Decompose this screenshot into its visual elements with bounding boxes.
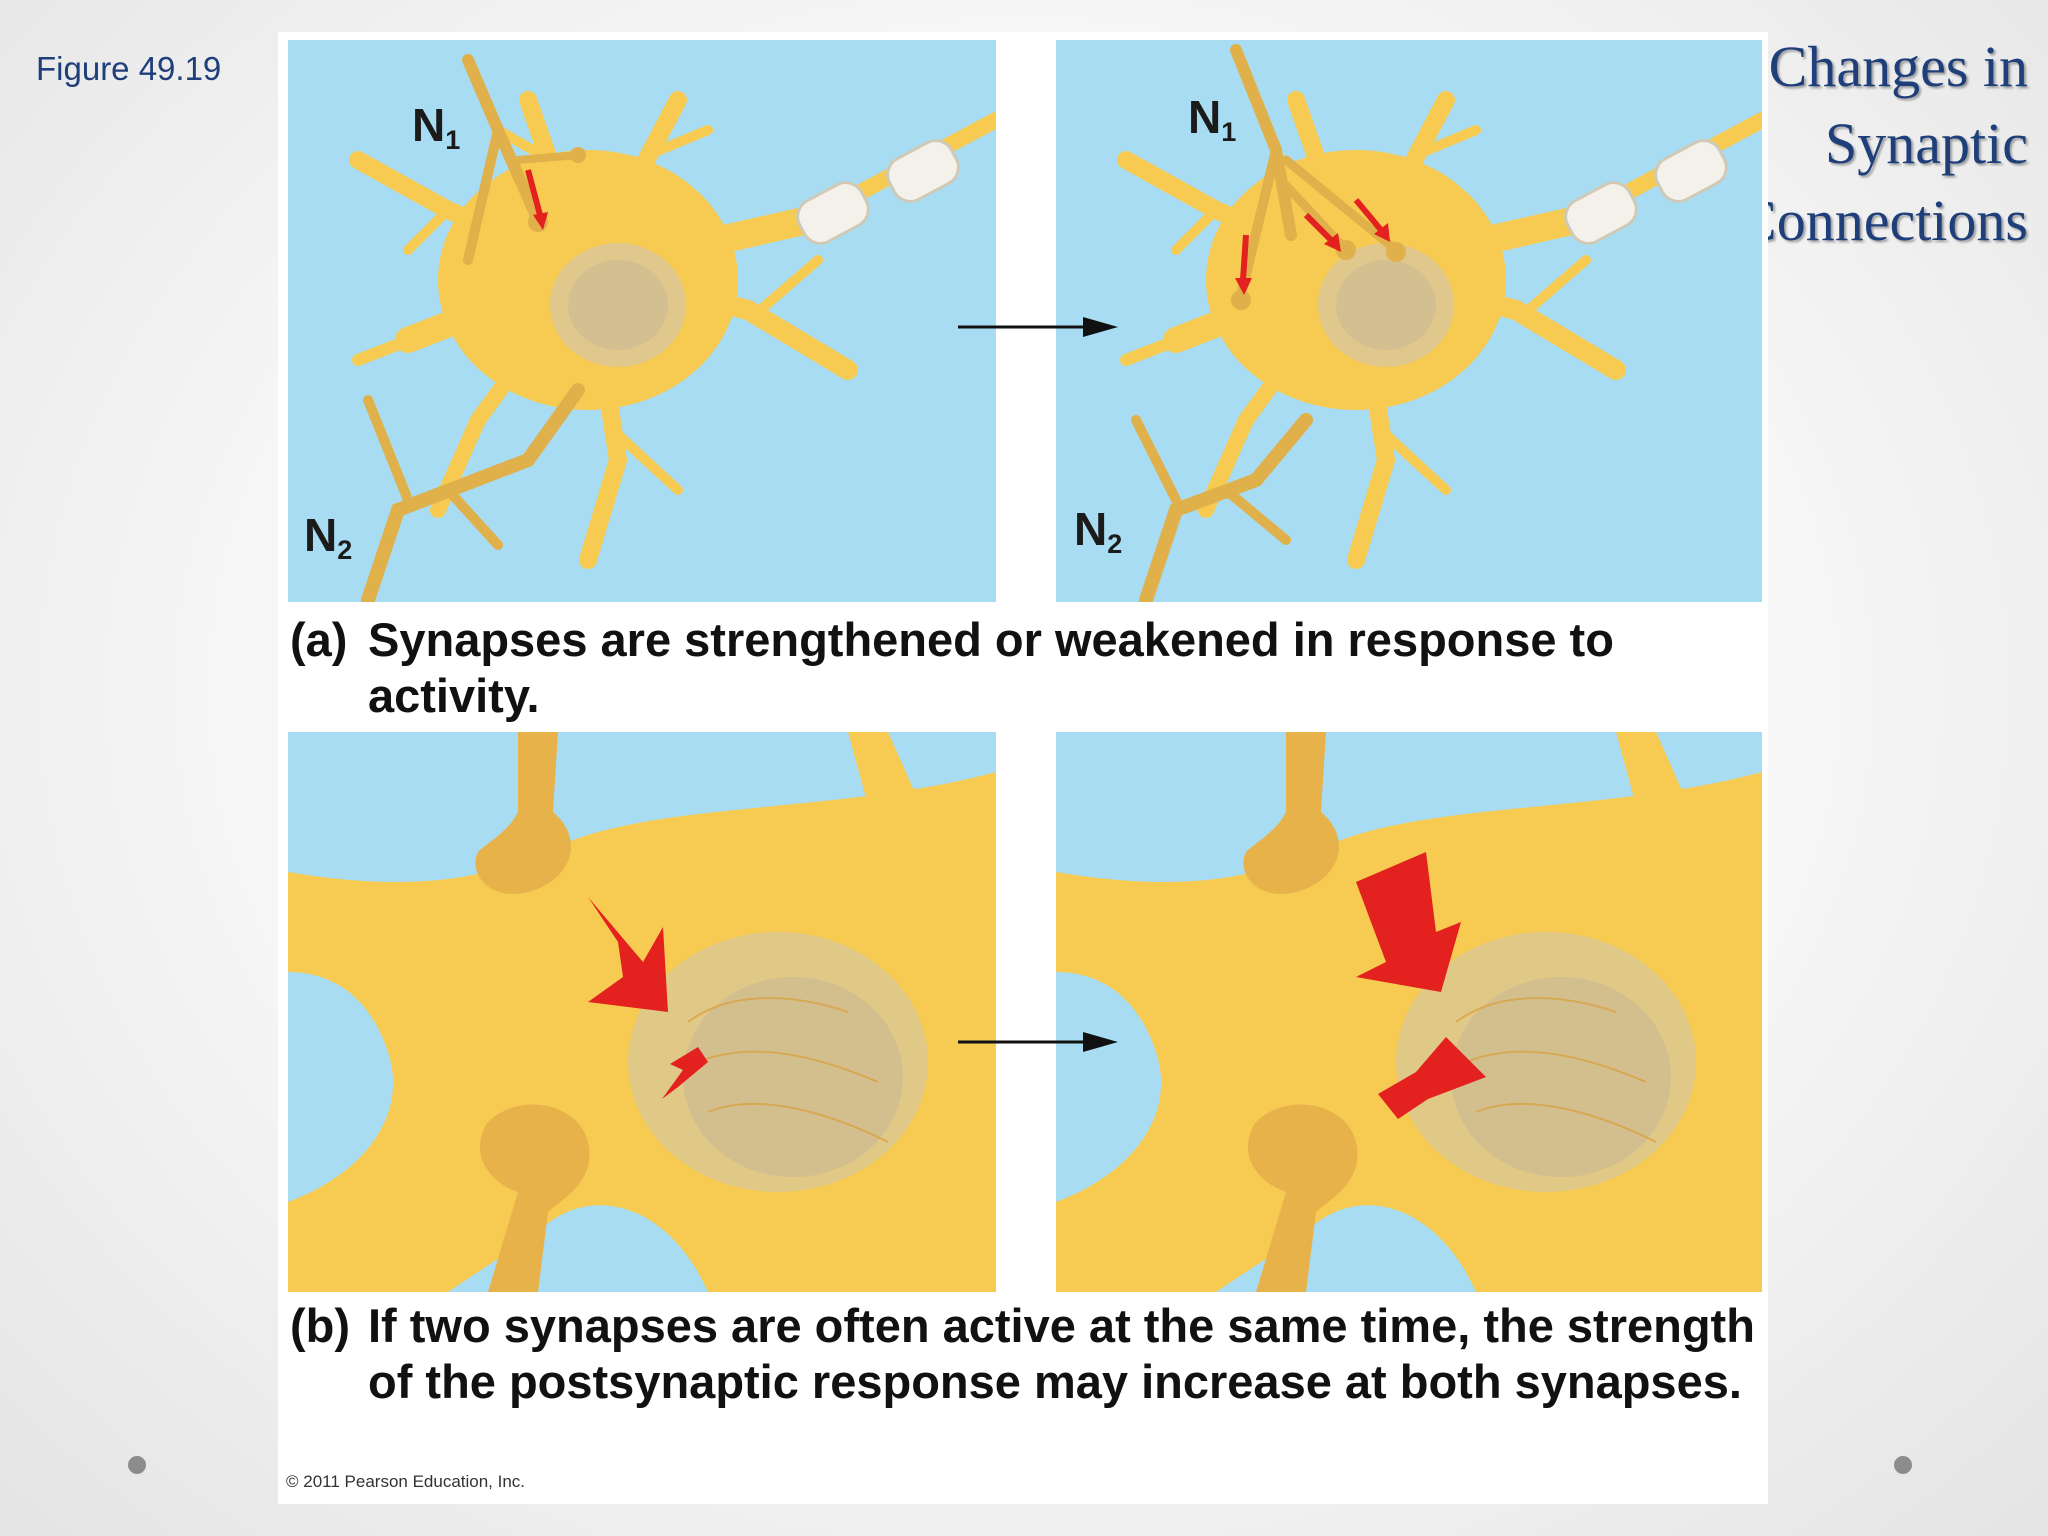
caption-b-text: If two synapses are often active at the … (368, 1299, 1755, 1408)
caption-a-text: Synapses are strengthened or weakened in… (368, 613, 1614, 722)
label-n2-subscript: 2 (337, 535, 353, 565)
label-n1: N1 (1188, 90, 1236, 148)
panel-b-before-illustration (288, 732, 996, 1292)
label-n1-letter: N (1188, 91, 1222, 143)
synapse-closeup-illustration (1056, 732, 1762, 1292)
label-n2-letter: N (1074, 503, 1108, 555)
neuron-illustration (1117, 44, 1762, 602)
panel-a-after-illustration: N1 N2 (1056, 40, 1762, 602)
label-n2-subscript: 2 (1107, 529, 1123, 559)
slide-bullet-dot-right (1894, 1456, 1912, 1474)
label-n2: N2 (1074, 502, 1122, 560)
slide-title-line-3: Connections (1738, 188, 2028, 253)
transition-arrow (958, 1032, 1118, 1052)
slide-title-line-2: Synaptic (1825, 111, 2028, 176)
slide-title-line-1: Changes in (1768, 34, 2028, 99)
figure-label: Figure 49.19 (36, 50, 222, 87)
caption-b: (b) If two synapses are often active at … (290, 1298, 1760, 1478)
label-n2: N2 (304, 508, 352, 566)
label-n2-letter: N (304, 509, 338, 561)
label-n1-letter: N (412, 99, 446, 151)
synapse-closeup-illustration (288, 732, 996, 1292)
caption-a: (a) Synapses are strengthened or weakene… (290, 612, 1760, 732)
label-n1: N1 (412, 98, 460, 156)
copyright-notice: © 2011 Pearson Education, Inc. (286, 1472, 526, 1491)
slide-title: Changes in Synaptic Connections (1608, 28, 2028, 259)
neuron-illustration (349, 54, 996, 602)
caption-a-tag: (a) (290, 613, 348, 666)
slide-bullet-dot-left (128, 1456, 146, 1474)
caption-b-tag: (b) (290, 1299, 351, 1352)
label-n1-subscript: 1 (445, 125, 461, 155)
panel-a-before-illustration: N1 N2 (288, 40, 996, 602)
label-n1-subscript: 1 (1221, 117, 1237, 147)
panel-b-after-illustration (1056, 732, 1762, 1292)
transition-arrow (958, 317, 1118, 337)
figure-card: N1 N2 (278, 32, 1768, 1504)
